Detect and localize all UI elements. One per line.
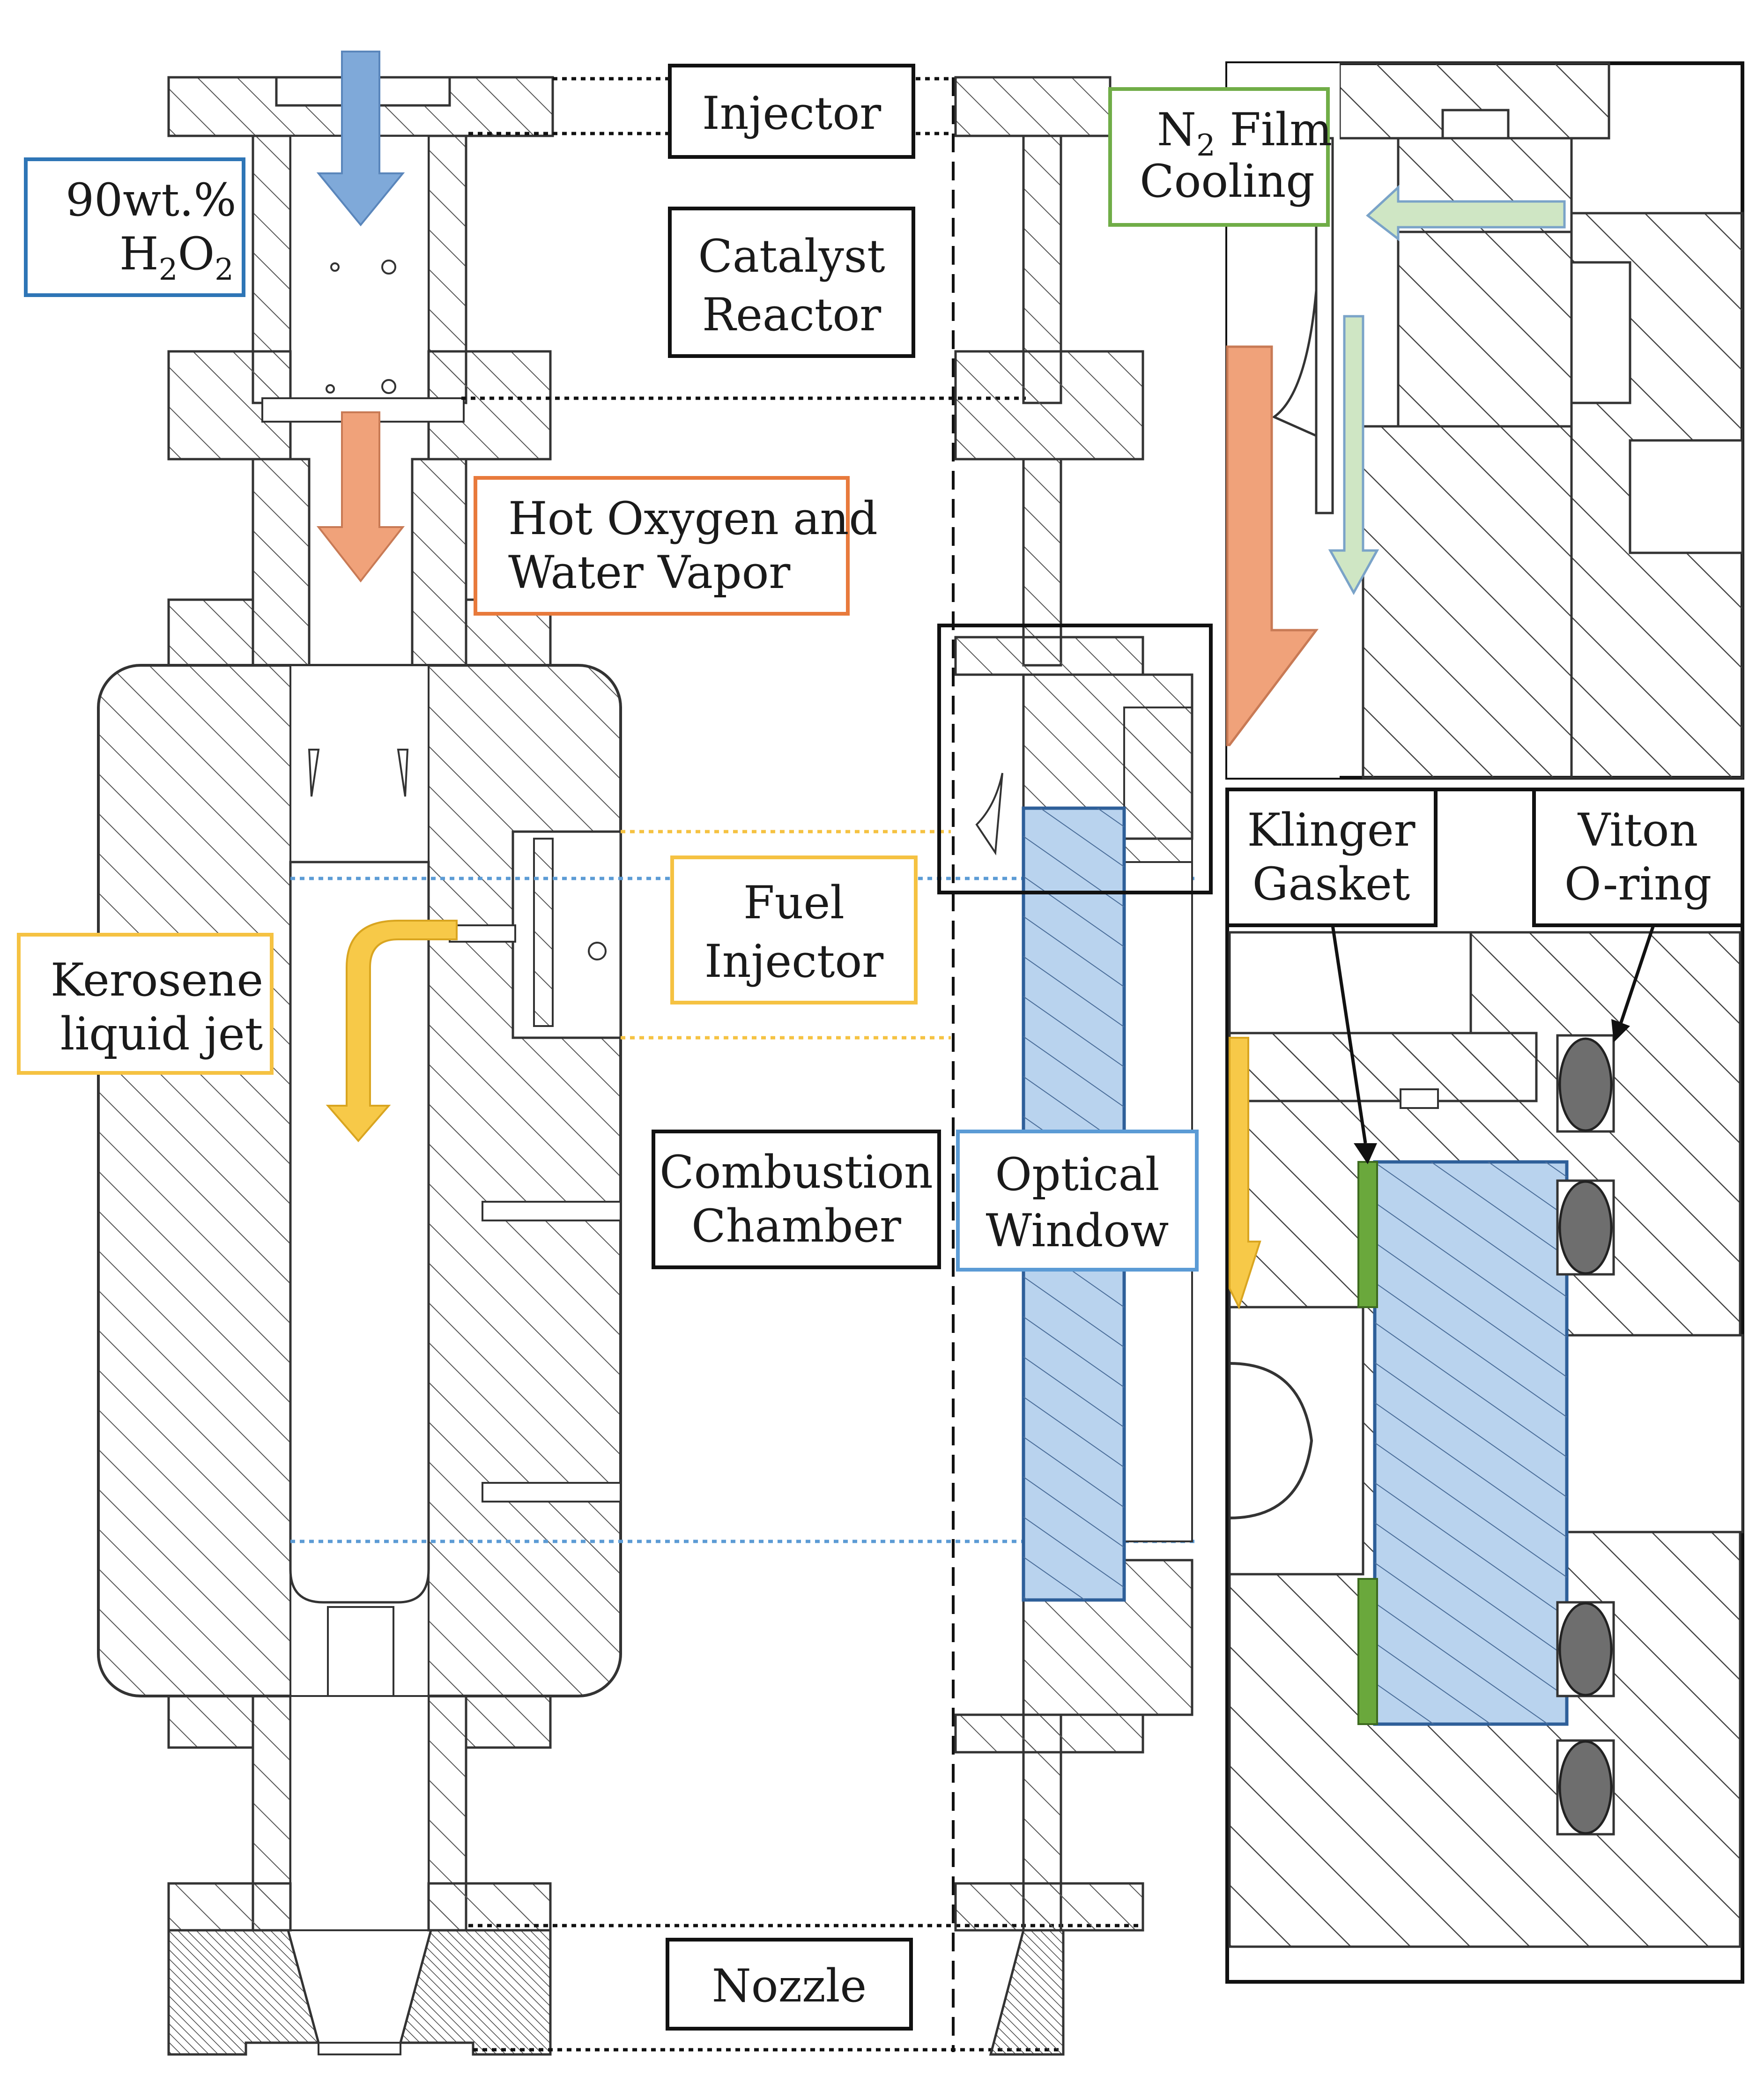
catalyst-line1: Catalyst — [698, 230, 885, 283]
label-klinger-box: Klinger Gasket — [1225, 788, 1438, 927]
injector-label: Injector — [702, 87, 881, 140]
fuel-flow-arrow — [326, 920, 458, 1143]
klinger-line1: Klinger — [1247, 804, 1415, 856]
viton-oring — [1558, 1180, 1613, 1275]
label-hot-oxygen-box: Hot Oxygen and Water Vapor — [474, 476, 878, 616]
label-kerosene-box: Kerosene liquid jet — [17, 933, 274, 1075]
viton-oring — [1558, 1602, 1613, 1696]
hot-oxygen-line2: Water Vapor — [508, 546, 790, 599]
fuel-injector-line1: Fuel — [743, 877, 845, 929]
kerosene-line1: Kerosene — [51, 954, 263, 1006]
half-section — [937, 76, 1213, 2056]
klinger-gasket-upper — [1357, 1161, 1378, 1308]
label-injector-box: Injector — [668, 64, 915, 159]
combustion-line2: Chamber — [691, 1200, 901, 1252]
klinger-line2: Gasket — [1253, 858, 1410, 910]
label-fuel-injector-box: Fuel Injector — [670, 856, 918, 1004]
main-cross-section — [97, 51, 622, 2056]
label-nozzle-box: Nozzle — [666, 1938, 913, 2031]
catalyst-line2: Reactor — [702, 289, 881, 341]
viton-oring — [1558, 1740, 1613, 1835]
label-viton-box: Viton O-ring — [1532, 788, 1744, 927]
nozzle-label: Nozzle — [712, 1960, 867, 2012]
optical-window-line2: Window — [986, 1205, 1169, 1257]
label-h2o2-box: 90wt.% H2O2 — [24, 157, 245, 297]
oxidizer-flow-arrow — [316, 51, 405, 227]
detail-panel-seals — [1225, 788, 1744, 1984]
fuel-injector-line2: Injector — [704, 935, 883, 988]
label-combustion-chamber-box: Combustion Chamber — [652, 1130, 941, 1269]
optical-window-line1: Optical — [995, 1148, 1159, 1201]
viton-oring — [1558, 1037, 1613, 1132]
combustion-line1: Combustion — [660, 1146, 933, 1198]
h2o2-line1: 90wt.% — [66, 174, 237, 226]
leader-lines — [290, 77, 1194, 2052]
hot-oxygen-line1: Hot Oxygen and — [508, 492, 878, 545]
viton-line2: O-ring — [1564, 858, 1712, 910]
kerosene-line2: liquid jet — [60, 1008, 263, 1060]
viton-line1: Viton — [1578, 804, 1698, 856]
hot-gas-flow-arrow — [316, 411, 405, 583]
klinger-gasket-lower — [1357, 1578, 1378, 1725]
n2-film-line2: Cooling — [1140, 155, 1315, 208]
label-n2-film-box: N2 Film Cooling — [1108, 87, 1332, 227]
label-optical-window-box: Optical Window — [956, 1130, 1199, 1272]
label-catalyst-box: Catalyst Reactor — [668, 207, 915, 358]
h2o2-line2: H2O2 — [119, 228, 234, 287]
detail-callout-frame — [937, 624, 1213, 894]
n2-film-line1: N2 Film — [1157, 104, 1332, 163]
